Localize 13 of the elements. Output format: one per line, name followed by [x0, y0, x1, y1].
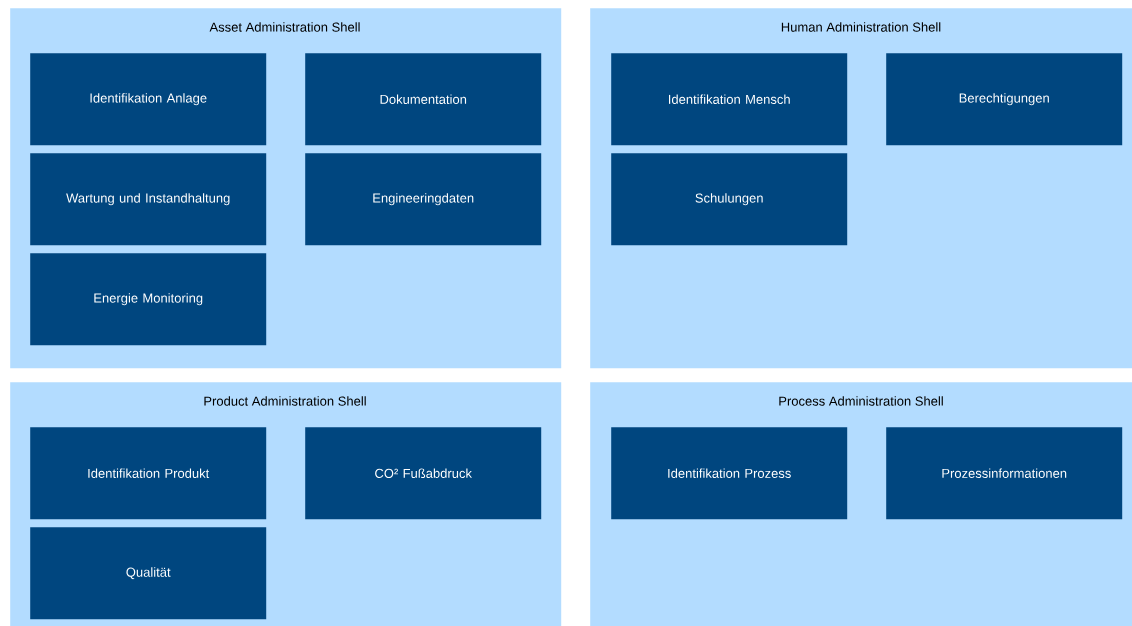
module-box: CO² Fußabdruck [305, 427, 542, 520]
module-box: Identifikation Produkt [30, 427, 267, 520]
module-box: Identifikation Anlage [30, 53, 267, 146]
module-box: Identifikation Mensch [611, 53, 848, 146]
module-box: Wartung und Instandhaltung [30, 153, 267, 246]
module-box: Qualität [30, 527, 267, 620]
module-box: Prozessinformationen [886, 427, 1123, 520]
module-box: Berechtigungen [886, 53, 1123, 146]
module-box: Engineeringdaten [305, 153, 542, 246]
module-box: Dokumentation [305, 53, 542, 146]
module-box: Energie Monitoring [30, 253, 267, 346]
module-box: Schulungen [611, 153, 848, 246]
module-box: Identifikation Prozess [611, 427, 848, 520]
